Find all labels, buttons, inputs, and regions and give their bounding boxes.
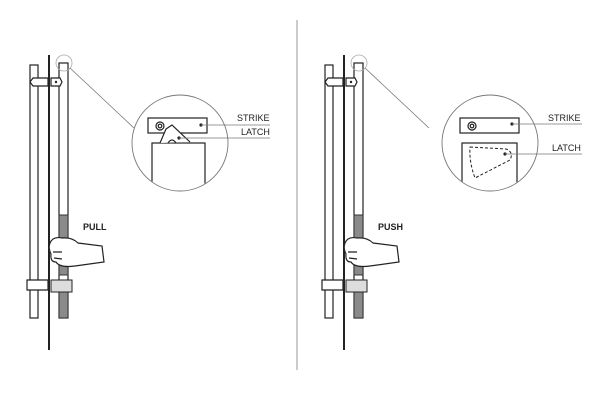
latch-housing — [151, 142, 206, 191]
pull-panel: PULL STRIKE LATCH — [26, 54, 270, 351]
strike-label: STRIKE — [548, 113, 581, 123]
latch-label: LATCH — [241, 127, 270, 137]
door-handle-pull — [26, 54, 135, 351]
strike-label: STRIKE — [237, 113, 270, 123]
push-panel: PUSH STRIKE LATCH — [321, 54, 582, 351]
latch-bolt — [159, 124, 191, 144]
door-handle-push — [321, 54, 430, 351]
push-label: PUSH — [378, 222, 403, 232]
latch-detail-engaged — [147, 117, 208, 191]
latch-bolt — [469, 146, 512, 179]
latch-detail-retracted — [459, 117, 520, 191]
latch-label: LATCH — [552, 143, 581, 153]
pull-label: PULL — [83, 222, 107, 232]
